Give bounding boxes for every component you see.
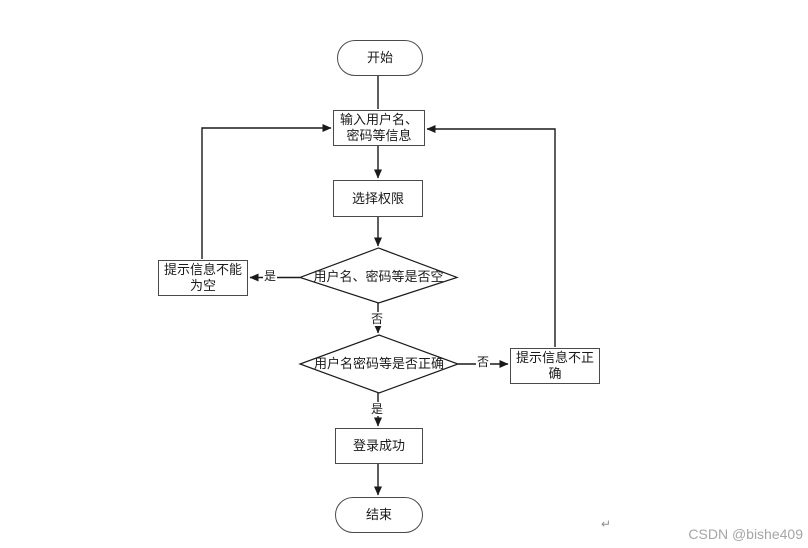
node-start-label: 开始	[366, 50, 393, 65]
edge-label-correct-yes: 是	[370, 402, 385, 416]
edge-label-empty-no: 否	[370, 312, 385, 326]
decision-check-correct	[298, 334, 460, 394]
decision-check-correct-label: 用户名密码等是否正确	[313, 356, 444, 371]
node-input-info-line2: 密码等信息	[346, 128, 412, 143]
node-prompt-empty-line2: 为空	[189, 278, 216, 293]
edge-prompt-incorrect-loop	[426, 125, 556, 347]
edge-prompt-empty-loop	[201, 124, 332, 259]
node-prompt-empty: 提示信息不能 为空	[158, 260, 248, 296]
node-prompt-incorrect: 提示信息不正 确	[510, 348, 600, 384]
node-login-success-label: 登录成功	[352, 438, 405, 453]
node-select-permission-label: 选择权限	[351, 190, 404, 206]
node-end: 结束	[335, 497, 423, 533]
node-prompt-incorrect-line1: 提示信息不正	[515, 350, 594, 365]
node-prompt-incorrect-line2: 确	[548, 366, 562, 381]
node-select-permission: 选择权限	[333, 180, 423, 217]
decision-check-empty-label: 用户名、密码等是否空	[313, 269, 444, 284]
return-mark: ↵	[601, 517, 612, 531]
node-start: 开始	[337, 40, 423, 76]
edge-label-correct-no: 否	[476, 355, 491, 369]
node-login-success: 登录成功	[335, 428, 423, 464]
node-end-label: 结束	[365, 507, 392, 522]
decision-check-empty	[298, 247, 459, 304]
node-prompt-empty-line1: 提示信息不能	[163, 262, 242, 277]
node-input-info-line1: 输入用户名、	[339, 112, 418, 127]
node-input-info: 输入用户名、 密码等信息	[333, 110, 425, 146]
edge-label-empty-yes: 是	[263, 269, 278, 283]
csdn-watermark: CSDN @bishe409	[688, 526, 803, 542]
